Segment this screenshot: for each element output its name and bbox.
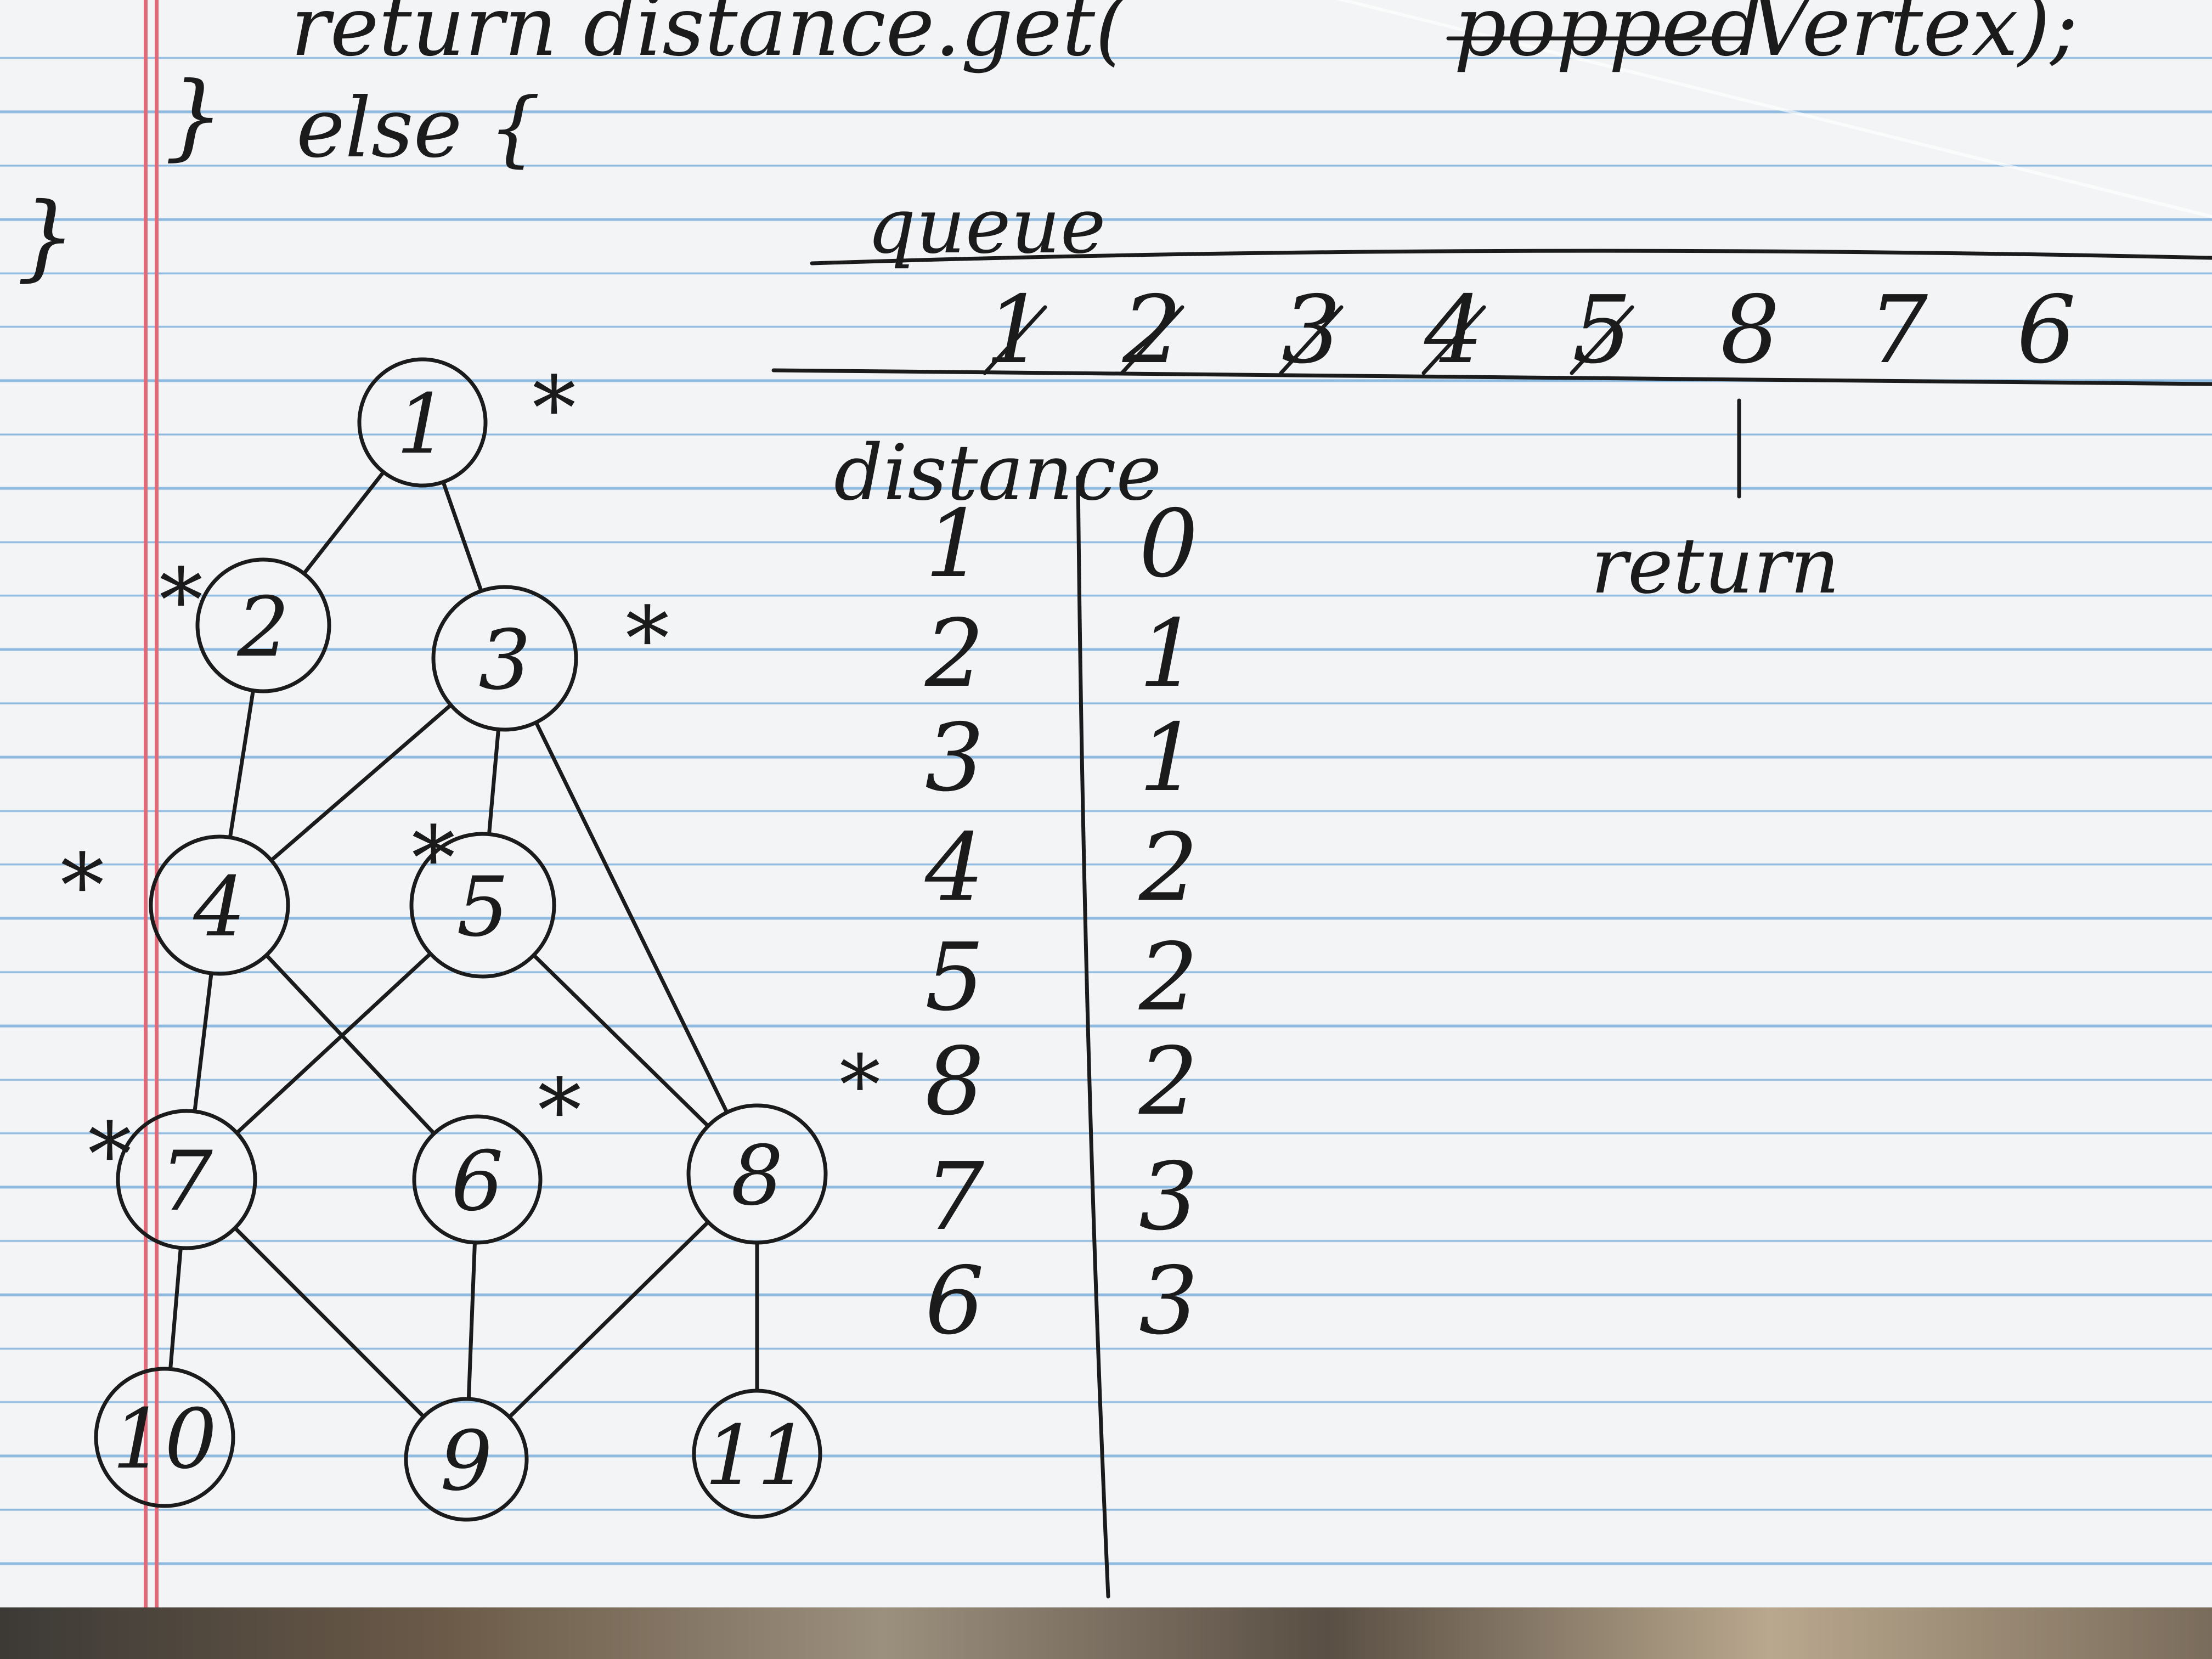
- distance-row-value: 3: [1139, 1247, 1198, 1356]
- graph-node-label: 11: [705, 1408, 810, 1504]
- graph-edge: [507, 1220, 710, 1419]
- distance-row-vertex: 5: [925, 923, 984, 1032]
- margin-line-right: [155, 0, 159, 1607]
- queue-item: 3: [1282, 276, 1341, 385]
- distance-row-value: 1: [1139, 704, 1198, 812]
- else-line: else {: [296, 81, 541, 176]
- graph-edge: [264, 953, 436, 1136]
- graph-edge: [534, 720, 729, 1115]
- graph-edge: [228, 689, 255, 840]
- graph-node-label: 2: [236, 580, 289, 675]
- distance-row-vertex: 6: [925, 1247, 984, 1356]
- graph-node-circle: [357, 357, 488, 488]
- graph-edge: [466, 1240, 477, 1401]
- return-line-suffix: Vertex);: [1750, 0, 2078, 75]
- distance-row-vertex: 8: [925, 1028, 984, 1136]
- graph-node-circle: [692, 1389, 822, 1519]
- distance-row-value: 0: [1139, 490, 1198, 599]
- graph-node-circle: [116, 1109, 257, 1250]
- distance-row-star: *: [839, 1038, 881, 1133]
- graph-edge: [269, 703, 453, 862]
- graph-edge: [193, 971, 213, 1114]
- queue-item: 5: [1572, 276, 1632, 385]
- graph-node-star: *: [411, 807, 455, 910]
- background-fabric: [0, 1607, 2212, 1659]
- queue-strike: [1421, 305, 1486, 375]
- graph-node-star: *: [60, 834, 104, 937]
- code-snippet: return distance.get( popped Vertex); } e…: [16, 0, 2078, 291]
- graph-node-circle: [412, 1114, 543, 1245]
- graph-edge: [302, 470, 386, 576]
- queue-item: 2: [1122, 276, 1182, 385]
- queue-strike: [1120, 305, 1184, 375]
- graph-edges: [168, 470, 759, 1419]
- graph-node-circle: [686, 1103, 828, 1245]
- notebook-paper: return distance.get( popped Vertex); } e…: [0, 0, 2212, 1607]
- margin-line-left: [144, 0, 148, 1607]
- graph-node-label: 8: [731, 1128, 783, 1224]
- graph-edge: [168, 1246, 183, 1371]
- graph-node-label: 3: [478, 613, 531, 708]
- graph-node-star: *: [532, 357, 576, 460]
- graph-node-label: 9: [440, 1414, 492, 1509]
- graph-node-circle: [94, 1367, 235, 1508]
- graph-edge: [441, 480, 483, 593]
- distance-row-value: 2: [1138, 814, 1198, 922]
- graph-edge: [235, 951, 433, 1135]
- distance-row-value: 3: [1139, 1143, 1198, 1251]
- graph-node-star: *: [538, 1059, 582, 1162]
- distance-divider: [1076, 475, 1110, 1599]
- graph-node-circle: [404, 1397, 529, 1522]
- graph-node-star: *: [88, 1103, 132, 1206]
- final-brace: }: [16, 183, 76, 291]
- queue-top-line: [810, 249, 2212, 266]
- return-line-prefix: return distance.get(: [291, 0, 1129, 75]
- handwriting-canvas: return distance.get( popped Vertex); } e…: [16, 0, 2212, 1599]
- graph-node-label: 5: [456, 860, 509, 955]
- queue-item: 4: [1424, 276, 1483, 385]
- graph-node-star: *: [159, 549, 203, 652]
- distance-row-vertex: 3: [925, 704, 984, 812]
- queue-item: 1: [985, 276, 1045, 385]
- graph-node-label: 10: [112, 1392, 217, 1487]
- graph-node-label: 6: [451, 1134, 503, 1229]
- distance-row-value: 2: [1138, 1028, 1198, 1136]
- graph-node-circle: [195, 557, 331, 693]
- queue-item: 8: [1720, 276, 1780, 385]
- distance-label: distance: [834, 428, 1161, 518]
- graph-node-circle: [431, 585, 578, 732]
- queue-bottom-line: [771, 368, 2212, 386]
- return-label: return: [1591, 522, 1839, 611]
- graph-node-label: 7: [160, 1134, 213, 1229]
- distance-row-vertex: 2: [924, 600, 984, 708]
- graph-node-circle: [149, 834, 290, 976]
- queue-item: 7: [1869, 276, 1928, 385]
- distance-row-vertex: 4: [924, 814, 984, 922]
- graph-node-star: *: [625, 588, 669, 690]
- distance-row-value: 1: [1139, 600, 1198, 708]
- queue-strike: [983, 305, 1047, 375]
- graph-edge: [487, 727, 500, 837]
- queue-strike: [1570, 305, 1634, 375]
- graph-edge: [532, 953, 710, 1128]
- graph-node-label: 4: [193, 860, 245, 955]
- queue-strike: [1279, 305, 1344, 375]
- graph-edge: [233, 1226, 426, 1419]
- queue-item: 6: [2017, 276, 2076, 385]
- closing-brace: }: [165, 62, 224, 171]
- distance-row-value: 2: [1138, 923, 1198, 1032]
- graph-node-label: 1: [396, 377, 448, 472]
- distance-row-vertex: 1: [925, 490, 984, 599]
- distance-row-vertex: 7: [925, 1143, 984, 1251]
- graph-node-circle: [409, 832, 556, 979]
